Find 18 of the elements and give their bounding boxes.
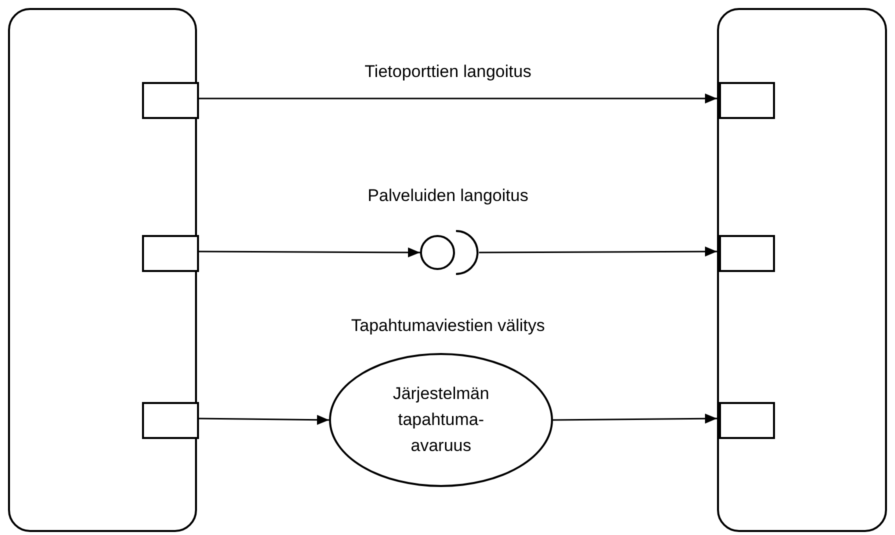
- port-box: [142, 82, 199, 119]
- connection-label: Tietoporttien langoitus: [364, 61, 532, 83]
- arrow: [197, 414, 329, 425]
- arrow: [197, 94, 717, 104]
- arrow: [553, 414, 717, 424]
- connection-label: Tapahtumaviestien välitys: [351, 315, 545, 337]
- port-box: [719, 235, 775, 272]
- event-space-ellipse: Järjestelmän tapahtuma- avaruus: [329, 353, 553, 487]
- socket-arc: [456, 230, 479, 275]
- arrow: [479, 246, 717, 257]
- port-box: [142, 402, 199, 439]
- component-box: [8, 8, 197, 532]
- port-box: [719, 82, 775, 119]
- connection-label: Palveluiden langoitus: [368, 185, 528, 207]
- arrow: [197, 247, 420, 258]
- component-box: [717, 8, 887, 532]
- port-box: [719, 402, 775, 439]
- port-box: [142, 235, 199, 272]
